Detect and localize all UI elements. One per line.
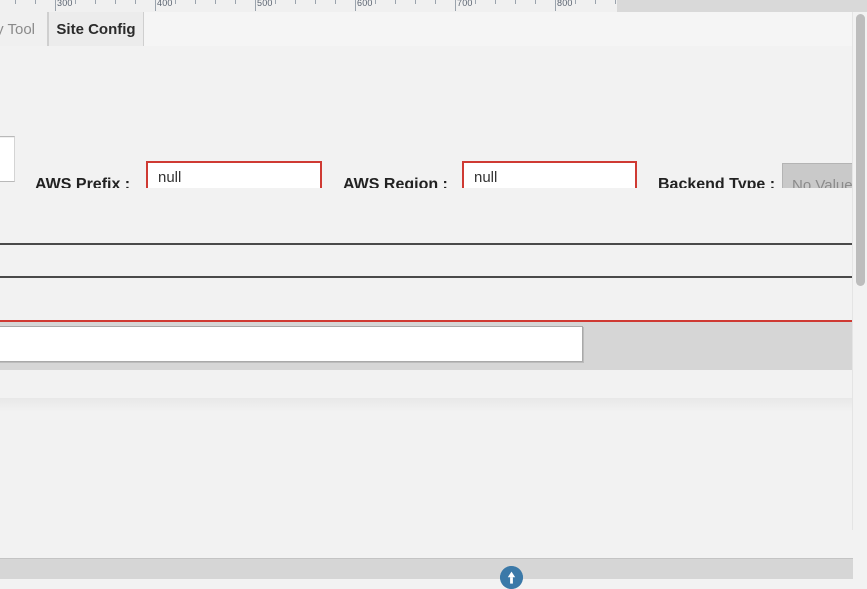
ruler-minor-tick [435,0,436,4]
tab-deploy-tool-label: y Tool [0,20,35,38]
ruler-major-tick [155,0,156,11]
partial-input-left[interactable] [0,136,15,182]
ruler-label: 400 [157,0,173,8]
ruler-minor-tick [175,0,176,4]
ruler-minor-tick [275,0,276,4]
ruler-minor-tick [235,0,236,4]
ruler-major-tick [255,0,256,11]
ruler-minor-tick [95,0,96,4]
tab-site-config[interactable]: Site Config [48,12,144,46]
ruler-minor-tick [295,0,296,4]
ruler-minor-tick [595,0,596,4]
tab-bar: y Tool Site Config [0,12,867,46]
footer-bar [0,558,853,579]
ruler-major-tick [55,0,56,11]
ruler-minor-tick [475,0,476,4]
toolbar-strip [0,245,853,276]
ruler-minor-tick [315,0,316,4]
validation-divider [0,320,853,322]
tab-bar-empty-area [144,12,867,46]
ruler-minor-tick [115,0,116,4]
section-spacer-upper [0,188,853,234]
ruler-inactive-region [617,0,867,12]
ruler-minor-tick [515,0,516,4]
ruler-minor-tick [375,0,376,4]
ruler-label: 500 [257,0,273,8]
aws-prefix-value: null [158,169,182,186]
ruler-minor-tick [615,0,616,4]
ruler-major-tick [455,0,456,11]
ruler-minor-tick [135,0,136,4]
tab-deploy-tool[interactable]: y Tool [0,12,48,46]
lower-strip [0,370,853,399]
ruler-minor-tick [335,0,336,4]
aws-region-value: null [474,169,498,186]
ruler-minor-tick [75,0,76,4]
ruler-minor-tick [215,0,216,4]
ruler-minor-tick [15,0,16,4]
ruler-label: 800 [557,0,573,8]
ruler-minor-tick [535,0,536,4]
ruler-track [0,0,617,12]
section-divider-bottom [0,276,853,278]
section-divider-top [0,243,853,245]
ruler-label: 600 [357,0,373,8]
search-input[interactable] [0,326,583,362]
ruler-label: 300 [57,0,73,8]
ruler-minor-tick [415,0,416,4]
vertical-scrollbar[interactable] [852,12,867,530]
ruler-minor-tick [575,0,576,4]
ruler-minor-tick [395,0,396,4]
page-body-area [0,398,853,578]
ruler-major-tick [555,0,556,11]
ruler-minor-tick [495,0,496,4]
tab-site-config-label: Site Config [56,20,136,38]
ruler-major-tick [355,0,356,11]
section-spacer-lower [0,278,853,322]
ruler-minor-tick [35,0,36,4]
horizontal-ruler: 300 400 500 600 700 800 [0,0,867,13]
vertical-scrollbar-thumb[interactable] [856,14,865,286]
info-circle-icon[interactable] [500,566,523,589]
ruler-minor-tick [195,0,196,4]
ruler-label: 700 [457,0,473,8]
content-panel: AWS Prefix : null AWS Region : null Back… [0,48,867,589]
